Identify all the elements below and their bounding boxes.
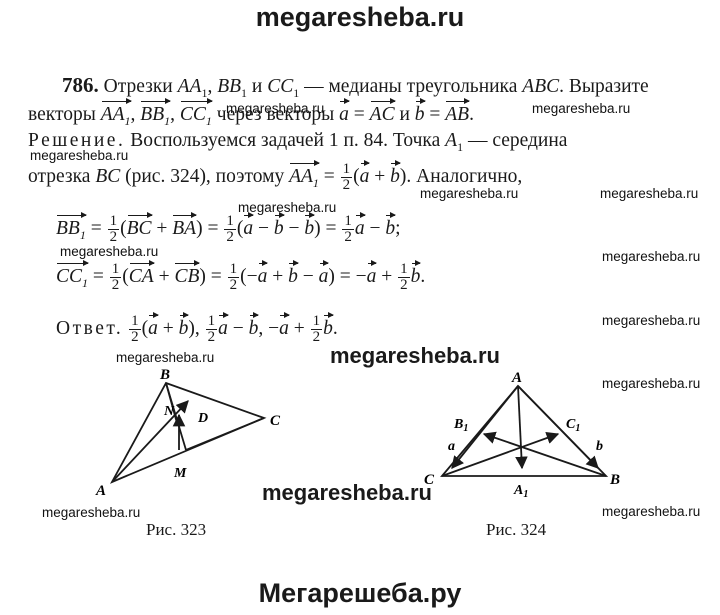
label-C1: C1	[566, 417, 580, 434]
watermark: megaresheba.ru	[420, 186, 519, 201]
vector-b: b	[414, 98, 426, 125]
label-M: M	[173, 466, 187, 481]
vector-AB: AB	[445, 98, 470, 125]
caption-fig-323: Рис. 323	[146, 520, 207, 539]
vector-CC1: CC1	[180, 98, 213, 132]
watermark: megaresheba.ru	[602, 504, 701, 519]
label-B: B	[609, 472, 620, 488]
watermark: megaresheba.ru	[602, 376, 701, 391]
site-footer: Мегарешеба.ру	[258, 578, 462, 608]
label-N: N	[163, 404, 175, 419]
vector-AA1: AA1	[101, 98, 132, 132]
problem-line-2: векторы AA1, BB1, CC1 через векторы a = …	[28, 98, 474, 132]
figure-323: B C A N D M	[95, 367, 281, 499]
watermark: megaresheba.ru	[226, 101, 325, 116]
vector-BB1: BB1	[140, 98, 171, 132]
label-B1: B1	[453, 417, 468, 434]
watermark-bold: megaresheba.ru	[262, 480, 432, 505]
label-B: B	[159, 367, 170, 383]
answer-label: Ответ.	[56, 317, 124, 339]
vector-AA1: AA1	[289, 159, 320, 194]
solution-label: Решение.	[28, 130, 126, 151]
vector-a: a	[339, 98, 350, 125]
label-A: A	[95, 483, 106, 499]
vector-CC1: CC1	[56, 259, 90, 294]
problem-line-1: 786. Отрезки AA1, BB1 и CC1 — медианы тр…	[62, 73, 649, 100]
label-C: C	[424, 472, 435, 488]
label-D: D	[197, 411, 208, 426]
watermark: megaresheba.ru	[602, 313, 701, 328]
watermark: megaresheba.ru	[42, 505, 141, 520]
label-A1: A1	[513, 483, 528, 500]
label-vector-b: b	[596, 439, 603, 454]
site-header: megaresheba.ru	[255, 2, 465, 32]
watermark: megaresheba.ru	[602, 249, 701, 264]
figure-324: A C B B1 C1 A1 a b	[424, 370, 620, 500]
vector-BB1: BB1	[56, 211, 87, 246]
problem-number: 786.	[62, 73, 99, 97]
label-vector-a: a	[448, 439, 455, 454]
watermark: megaresheba.ru	[60, 244, 159, 259]
watermark-bold: megaresheba.ru	[330, 343, 500, 368]
label-C: C	[270, 413, 281, 429]
triangle-abc-324	[440, 384, 609, 477]
watermark: megaresheba.ru	[116, 350, 215, 365]
triangle-abc-323	[109, 381, 267, 484]
caption-fig-324: Рис. 324	[486, 520, 547, 539]
watermark: megaresheba.ru	[238, 200, 337, 215]
label-A: A	[511, 370, 522, 386]
vector-AC: AC	[369, 98, 396, 125]
solution-line-1: Решение. Воспользуемся задачей 1 п. 84. …	[28, 130, 568, 154]
watermark: megaresheba.ru	[532, 101, 631, 116]
watermark: megaresheba.ru	[30, 148, 129, 163]
watermark: megaresheba.ru	[600, 186, 699, 201]
